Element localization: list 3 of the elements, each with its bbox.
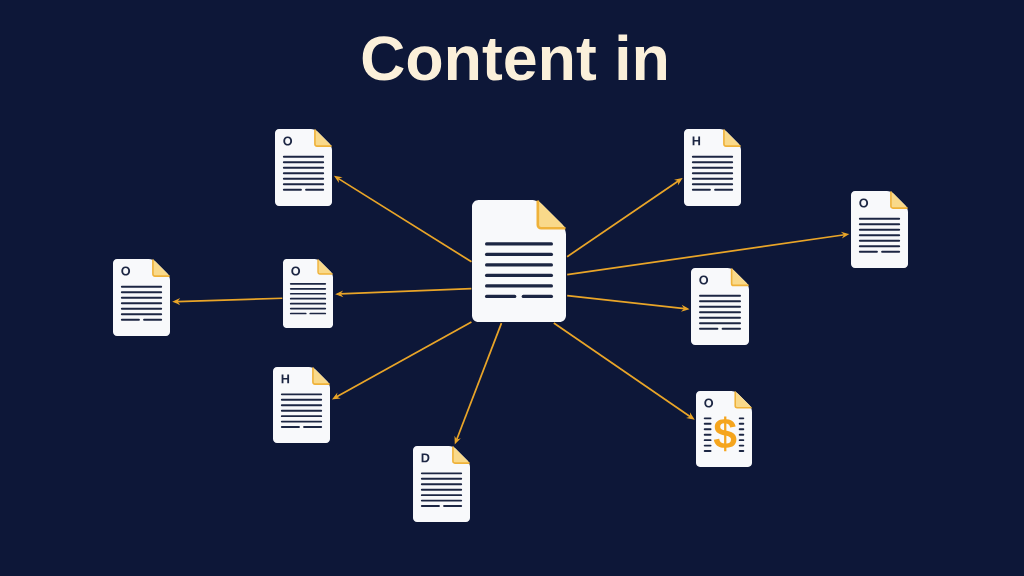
title: Content in (362, 34, 666, 81)
document-icon (472, 200, 566, 322)
dollar-sign: $ (713, 416, 737, 452)
